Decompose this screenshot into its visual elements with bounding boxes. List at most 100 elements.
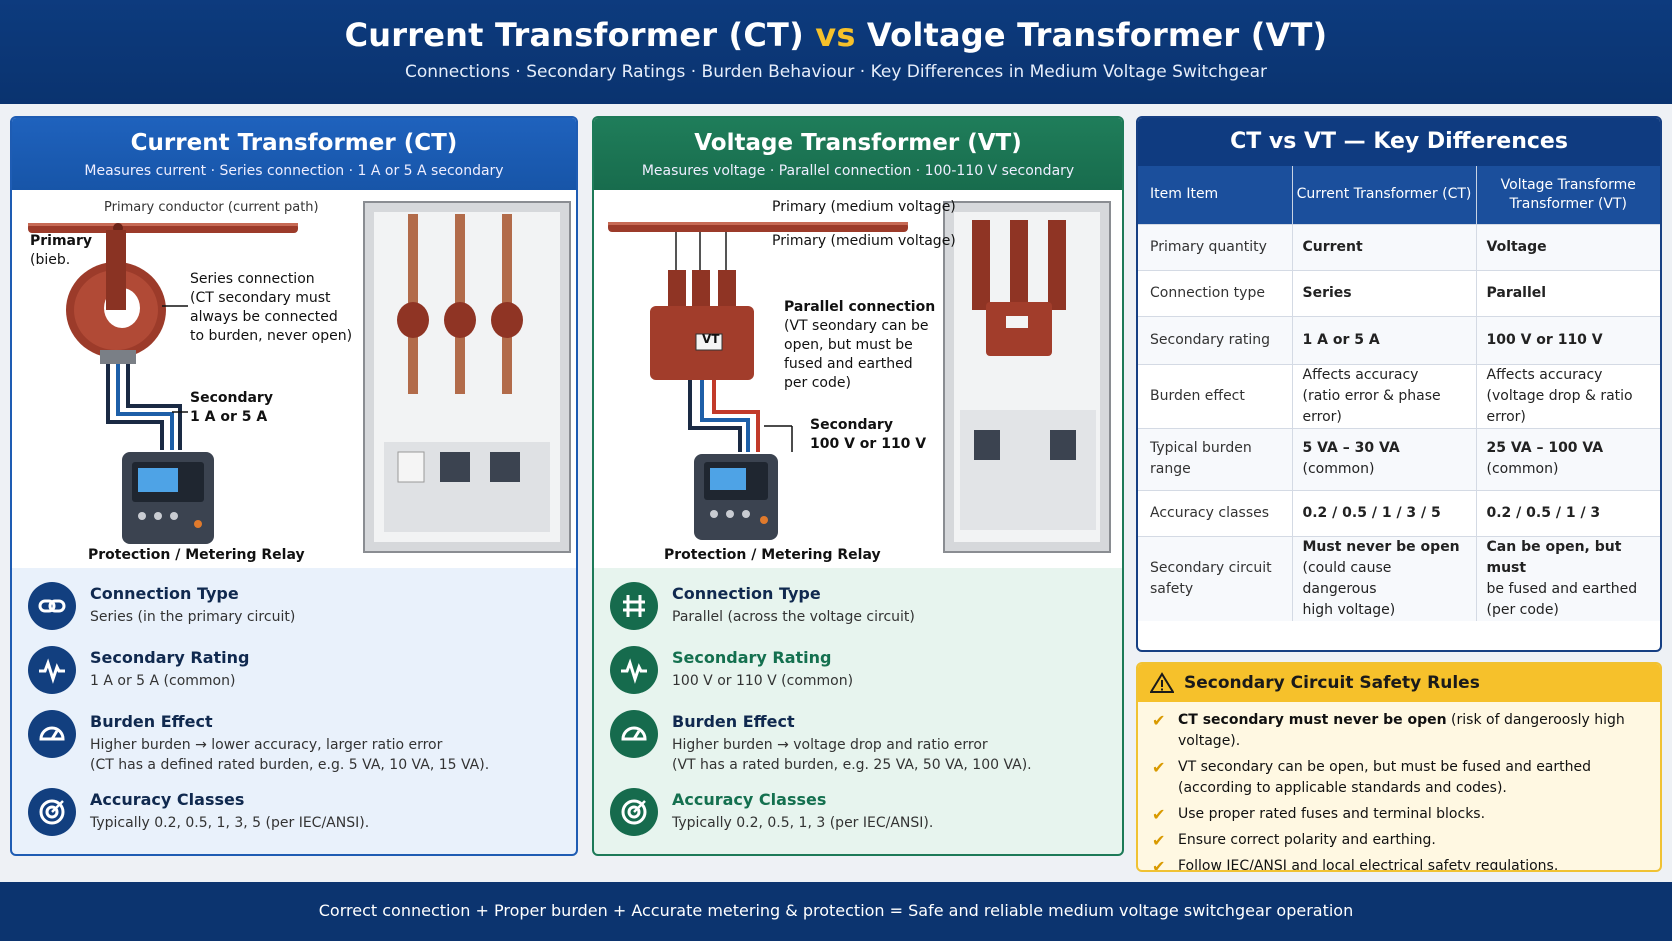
ct-card-title: Current Transformer (CT) [130, 130, 458, 156]
vt-feature-title: Secondary Rating [672, 648, 832, 667]
comparison-panel: CT vs VT — Key Differences Item Item Cur… [1136, 116, 1662, 652]
waveform-icon [28, 646, 76, 694]
comparison-ct-value: Current [1291, 223, 1476, 270]
page-footer: Correct connection + Proper burden + Acc… [0, 882, 1672, 941]
vt-parallel-desc-4: per code) [784, 375, 851, 391]
comparison-item: Accuracy classes [1138, 489, 1292, 536]
safety-rule-bold: CT secondary must never be open [1178, 712, 1447, 728]
comparison-vt-value: 0.2 / 0.5 / 1 / 3 [1475, 489, 1660, 536]
ct-primary-label: Primary [30, 233, 93, 249]
safety-rule-sub: (according to applicable standards and c… [1178, 780, 1507, 796]
ct-feature-title: Burden Effect [90, 712, 213, 731]
page-subtitle: Connections · Secondary Ratings · Burden… [404, 62, 1268, 82]
title-ct: Current Transformer (CT) [344, 16, 804, 54]
ct-secondary-title: Secondary [190, 390, 273, 406]
vt-feature-title: Burden Effect [672, 712, 795, 731]
vt-parallel-desc-1: (VT seondary can be [784, 318, 929, 334]
comparison-vt-line: Parallel [1486, 284, 1547, 301]
gauge-icon [28, 710, 76, 758]
vt-primary-label-1: Primary (medium voltage) [772, 199, 956, 215]
comparison-item: Typical burden range [1138, 427, 1292, 490]
ct-series-desc-1: (CT secondary must [190, 290, 331, 306]
safety-rule: ✔ Follow IEC/ANSI and local electrical sa… [1152, 856, 1648, 872]
vt-card: Voltage Transformer (VT) Measures voltag… [592, 116, 1124, 856]
vt-feature-secondary: Secondary Rating 100 V or 110 V (common) [610, 646, 1122, 710]
vt-parallel-title: Parallel connection [784, 299, 936, 315]
comparison-item: Burden effect [1138, 363, 1292, 428]
vt-card-subtitle: Measures voltage · Parallel connection ·… [641, 163, 1075, 179]
comparison-header-item: Item Item [1138, 166, 1292, 224]
table-row: Primary quantity Current Voltage [1138, 223, 1660, 270]
comparison-item: Primary quantity [1138, 223, 1292, 270]
comparison-vt-value: 25 VA – 100 VA(common) [1475, 427, 1660, 490]
warning-icon [1150, 672, 1174, 693]
ct-diagram-drawing [28, 201, 571, 553]
safety-rule-text: Follow IEC/ANSI and local electrical saf… [1178, 858, 1559, 872]
ct-series-title: Series connection [190, 271, 315, 287]
vt-feature-desc-1: Higher burden → voltage drop and ratio e… [672, 737, 988, 753]
comparison-vt-line: (voltage drop & ratio error) [1486, 387, 1633, 425]
vt-relay-label: Protection / Metering Relay [664, 547, 881, 563]
comparison-ct-line: Current [1302, 238, 1363, 255]
comparison-ct-line: Must never be open [1302, 538, 1460, 555]
parallel-icon [610, 582, 658, 630]
check-icon: ✔ [1152, 857, 1166, 872]
page-header: Current Transformer (CT) vs Voltage Tran… [0, 0, 1672, 104]
safety-rule-text: VT secondary can be open, but must be fu… [1178, 759, 1592, 775]
comparison-ct-value: 0.2 / 0.5 / 1 / 3 / 5 [1291, 489, 1476, 536]
comparison-vt-line: 0.2 / 0.5 / 1 / 3 [1486, 504, 1601, 521]
comparison-vt-value: Voltage [1475, 223, 1660, 270]
vt-feature-desc: 100 V or 110 V (common) [672, 673, 854, 689]
safety-rule-text: Ensure correct polarity and earthing. [1178, 832, 1436, 848]
vt-feature-title: Accuracy Classes [672, 790, 827, 809]
comparison-ct-line: 0.2 / 0.5 / 1 / 3 / 5 [1302, 504, 1441, 521]
comparison-ct-line: (ratio error & phase error) [1302, 387, 1441, 425]
vt-feature-desc-2: (VT has a rated burden, e.g. 25 VA, 50 V… [672, 757, 1032, 773]
ct-card-header: Current Transformer (CT) Measures curren… [12, 118, 576, 190]
comparison-ct-line: (could cause dangerous [1302, 559, 1392, 597]
vt-primary-label-2: Primary (medium voltage) [772, 233, 956, 249]
safety-title: Secondary Circuit Safety Rules [1184, 673, 1480, 693]
comparison-ct-value: Must never be open (could cause dangerous… [1291, 535, 1476, 621]
comparison-ct-line: Affects accuracy [1302, 366, 1419, 383]
comparison-ct-line: (common) [1302, 461, 1375, 477]
comparison-ct-value: Series [1291, 269, 1476, 316]
comparison-ct-value: 5 VA – 30 VA (common) [1291, 427, 1476, 490]
table-row: Typical burden range 5 VA – 30 VA (common)… [1138, 427, 1660, 490]
comparison-vt-value: Parallel [1475, 269, 1660, 316]
vt-feature-desc: Parallel (across the voltage circuit) [672, 609, 915, 625]
comparison-ct-line: Series [1302, 284, 1352, 301]
check-icon: ✔ [1152, 831, 1166, 850]
ct-feature-desc: Typically 0.2, 0.5, 1, 3, 5 (per IEC/ANS… [90, 815, 370, 831]
comparison-item: Secondary circuit safety [1138, 535, 1292, 621]
safety-rule: ✔CT secondary must never be open (risk o… [1152, 710, 1648, 752]
comparison-ct-line: high voltage) [1302, 601, 1396, 618]
comparison-ct-line: 5 VA – 30 VA [1302, 440, 1400, 456]
safety-rule: ✔ Ensure correct polarity and earthing. [1152, 830, 1648, 851]
comparison-table: Item Item Current Transformer (CT) Volta… [1138, 166, 1660, 621]
check-icon: ✔ [1152, 805, 1166, 824]
ct-secondary-value: 1 A or 5 A [190, 409, 268, 425]
ct-relay-label: Protection / Metering Relay [88, 547, 305, 563]
comparison-header-vt: Voltage Transforme Transformer (VT) [1475, 166, 1660, 224]
vt-card-title: Voltage Transformer (VT) [694, 130, 1022, 156]
comparison-item: Connection type [1138, 269, 1292, 316]
comparison-item: Secondary rating [1138, 315, 1292, 364]
vt-parallel-desc-2: open, but must be [784, 337, 913, 353]
link-icon [28, 582, 76, 630]
safety-rule-text: Use proper rated fuses and terminal bloc… [1178, 806, 1486, 822]
comparison-vt-line: 100 V or 110 V [1486, 331, 1603, 348]
comparison-ct-value: 1 A or 5 A [1291, 315, 1476, 364]
table-row: Connection type Series Parallel [1138, 269, 1660, 316]
ct-card-subtitle: Measures current · Series connection · 1… [84, 163, 504, 179]
comparison-vt-value: 100 V or 110 V [1475, 315, 1660, 364]
page-title: Current Transformer (CT) vs Voltage Tran… [0, 0, 1672, 54]
ct-card: Current Transformer (CT) Measures curren… [10, 116, 578, 856]
comparison-title: CT vs VT — Key Differences [1138, 118, 1660, 166]
table-row: Accuracy classes 0.2 / 0.5 / 1 / 3 / 5 0.2… [1138, 489, 1660, 536]
